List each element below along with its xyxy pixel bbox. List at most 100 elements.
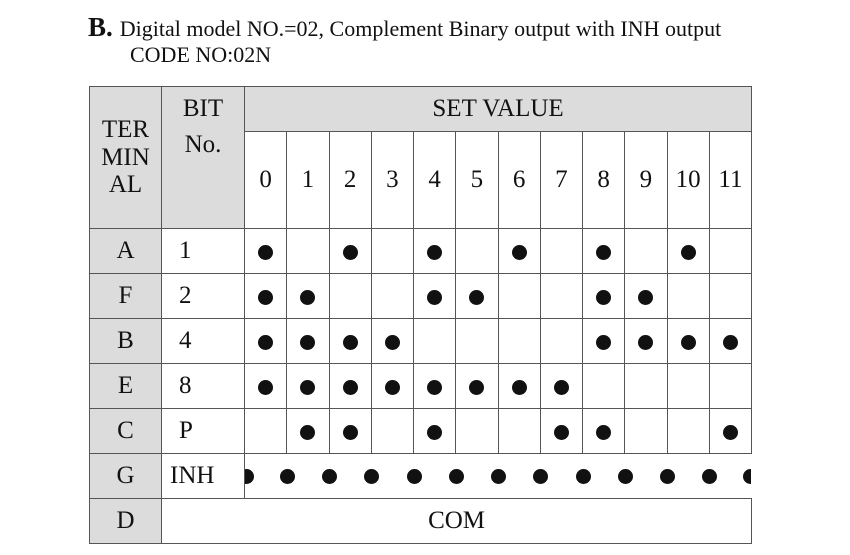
- output-on-dot: [427, 379, 443, 395]
- set-value-0: 0: [243, 131, 288, 229]
- heading-title-line: B.Digital model NO.=02, Complement Binar…: [88, 14, 850, 41]
- output-on-dot: [680, 244, 696, 260]
- dot-cell: [539, 273, 584, 319]
- terminal-cell: F: [89, 273, 162, 319]
- dot-cell: [370, 408, 415, 454]
- output-on-dot: [553, 424, 569, 440]
- dot-cell: [708, 318, 753, 364]
- section-title: Digital model NO.=02, Complement Binary …: [119, 16, 722, 41]
- terminal-cell: C: [89, 408, 162, 454]
- dot-cell: [243, 273, 288, 319]
- dot-cell: [539, 363, 584, 409]
- terminal-cell: D: [89, 498, 162, 544]
- dot-cell: [370, 363, 415, 409]
- dot-cell: [286, 363, 330, 409]
- inh-dot: [491, 468, 506, 484]
- dot-cell: [455, 318, 499, 364]
- dot-cell: [624, 408, 668, 454]
- inh-dot: [364, 468, 380, 484]
- output-on-dot: [384, 379, 400, 395]
- dot-cell: [581, 408, 626, 454]
- inh-dot: [743, 468, 751, 484]
- output-on-dot: [258, 244, 274, 260]
- output-on-dot: [342, 424, 358, 440]
- inh-dot: [617, 468, 633, 484]
- header-row-1: TER MIN AL BIT No. SET VALUE: [89, 86, 753, 229]
- dot-cell: [708, 228, 753, 274]
- heading: B.Digital model NO.=02, Complement Binar…: [88, 14, 850, 78]
- bit-header: BIT No.: [161, 86, 245, 229]
- dot-cell: [412, 408, 457, 454]
- dot-cell: [243, 318, 288, 364]
- dot-cell: [708, 408, 753, 454]
- set-value-header: SET VALUE: [243, 86, 753, 132]
- dot-cell: [539, 408, 584, 454]
- dot-cell: [539, 228, 584, 274]
- inh-dot: [702, 468, 718, 484]
- bit-cell: 4: [161, 318, 245, 364]
- dot-cell: [666, 273, 710, 319]
- output-on-dot: [384, 334, 400, 350]
- output-on-dot: [596, 289, 612, 305]
- dot-cell: [412, 318, 457, 364]
- terminal-cell: A: [89, 228, 162, 274]
- dot-cell: [497, 228, 541, 274]
- code-number: CODE NO:02N: [130, 42, 272, 67]
- dot-cell: [455, 273, 499, 319]
- set-value-2: 2: [328, 131, 372, 229]
- dot-cell: [666, 363, 710, 409]
- output-on-dot: [342, 379, 358, 395]
- dot-cell: [412, 228, 457, 274]
- output-on-dot: [427, 424, 443, 440]
- output-on-dot: [511, 244, 527, 260]
- terminal-header: TER MIN AL: [89, 86, 162, 229]
- output-on-dot: [258, 334, 274, 350]
- output-on-dot: [596, 244, 612, 260]
- output-on-dot: [427, 289, 443, 305]
- output-on-dot: [469, 379, 485, 395]
- inh-dot: [660, 468, 675, 484]
- set-value-3: 3: [370, 131, 415, 229]
- set-value-4: 4: [412, 131, 457, 229]
- dot-cell: [412, 273, 457, 319]
- terminal-cell: B: [89, 318, 162, 364]
- set-value-1: 1: [286, 131, 330, 229]
- output-on-dot: [596, 424, 612, 440]
- output-on-dot: [722, 424, 738, 440]
- dot-cell: [455, 363, 499, 409]
- inh-dot: [406, 468, 422, 484]
- bit-cell: 8: [161, 363, 245, 409]
- output-on-dot: [300, 289, 316, 305]
- dot-cell: [624, 228, 668, 274]
- output-on-dot: [258, 289, 274, 305]
- dot-cell: [328, 273, 372, 319]
- dot-cell: [455, 228, 499, 274]
- set-value-10: 10: [666, 131, 710, 229]
- bit-cell: 1: [161, 228, 245, 274]
- set-value-5: 5: [455, 131, 499, 229]
- output-on-dot: [258, 379, 274, 395]
- dot-cell: [328, 318, 372, 364]
- dot-cell: [286, 408, 330, 454]
- output-on-dot: [342, 244, 358, 260]
- dot-cell: [286, 228, 330, 274]
- com-cell: COM: [160, 498, 753, 544]
- dot-cell: [370, 228, 415, 274]
- output-on-dot: [553, 379, 569, 395]
- output-on-dot: [511, 379, 527, 395]
- output-on-dot: [722, 334, 738, 350]
- terminal-cell: G: [89, 453, 162, 499]
- output-on-dot: [638, 289, 654, 305]
- set-value-7: 7: [539, 131, 584, 229]
- set-value-6: 6: [497, 131, 541, 229]
- dot-cell: [370, 318, 415, 364]
- dot-cell: [539, 318, 584, 364]
- dot-cell: [666, 228, 710, 274]
